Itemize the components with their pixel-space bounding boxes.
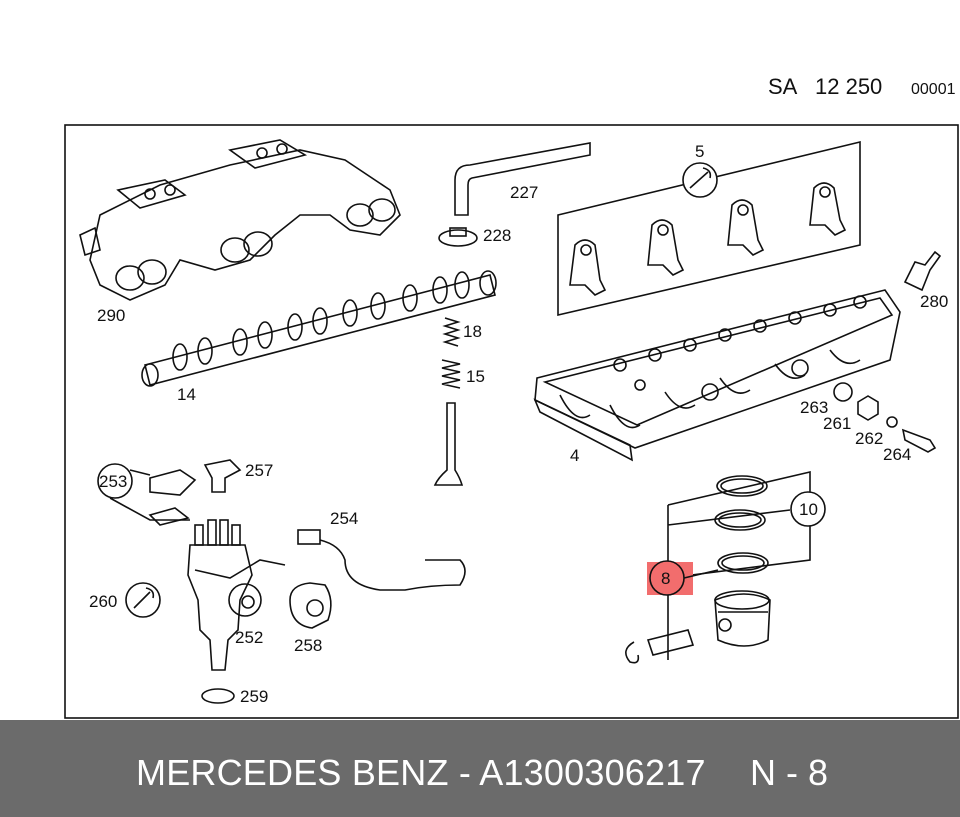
callout-14: 14 [177, 385, 196, 404]
o-ring-drawing [201, 688, 235, 704]
position-text: N - 8 [750, 752, 829, 793]
rotor-drawing [203, 459, 242, 493]
cylinder-head-drawing [533, 289, 901, 462]
header-sa-label: SA [768, 74, 798, 99]
callout-262: 262 [855, 429, 883, 448]
callout-253: 253 [99, 472, 127, 491]
diagram-frame [64, 124, 959, 719]
wiring-harness-drawing [297, 529, 466, 591]
callout-264: 264 [883, 445, 911, 464]
callout-254: 254 [330, 509, 358, 528]
callout-8: 8 [661, 569, 670, 588]
callout-10: 10 [799, 500, 818, 519]
engine-parts-diagram: 290 227 228 5 280 14 [64, 124, 959, 719]
sensor-drawing [901, 428, 937, 453]
valve-spring-inner-drawing [441, 359, 461, 389]
wrench-icon [133, 587, 155, 609]
rocker-arm-set-drawing [557, 140, 861, 317]
part-info-footer: MERCEDES BENZ - A1300306217 N - 8 [0, 720, 960, 817]
callout-263: 263 [800, 398, 828, 417]
valve-spring-outer-drawing [442, 317, 461, 347]
callout-4: 4 [570, 446, 579, 465]
callout-290: 290 [97, 306, 125, 325]
callout-227: 227 [510, 183, 538, 202]
callout-18: 18 [463, 322, 482, 341]
piston-drawing [714, 590, 771, 647]
breaker-points-leader [109, 469, 190, 521]
camshaft-drawing [141, 270, 497, 387]
header-code: 00001 [911, 81, 956, 98]
washer-drawing [886, 416, 898, 428]
callout-261: 261 [823, 414, 851, 433]
callout-260: 260 [89, 592, 117, 611]
callout-5: 5 [695, 142, 704, 161]
callout-259: 259 [240, 687, 268, 706]
callout-circle-253 [97, 463, 133, 499]
distributor-drawing [187, 519, 286, 671]
callout-15: 15 [466, 367, 485, 386]
breaker-points-drawing [148, 469, 197, 526]
hose-clamp-drawing [438, 227, 478, 247]
callout-252: 252 [235, 628, 263, 647]
callout-280: 280 [920, 292, 948, 311]
intake-manifold-drawing [79, 139, 401, 301]
hose-drawing [454, 142, 591, 216]
callout-257: 257 [245, 461, 273, 480]
piston-rings-drawing [714, 475, 769, 574]
seal-ring-drawing [833, 382, 853, 402]
header-sa-number: 12 250 [815, 74, 883, 99]
callout-8-leader [683, 569, 719, 579]
valve-drawing [433, 402, 464, 486]
callout-circle-10 [790, 491, 826, 527]
circlip-drawing [625, 641, 640, 664]
spark-plug-drawing [903, 250, 942, 292]
vacuum-unit-drawing [289, 582, 332, 629]
part-number-text: MERCEDES BENZ - A1300306217 [136, 752, 706, 793]
nut-drawing [857, 395, 879, 421]
callout-258: 258 [294, 636, 322, 655]
callout-228: 228 [483, 226, 511, 245]
piston-pin-drawing [646, 629, 695, 656]
